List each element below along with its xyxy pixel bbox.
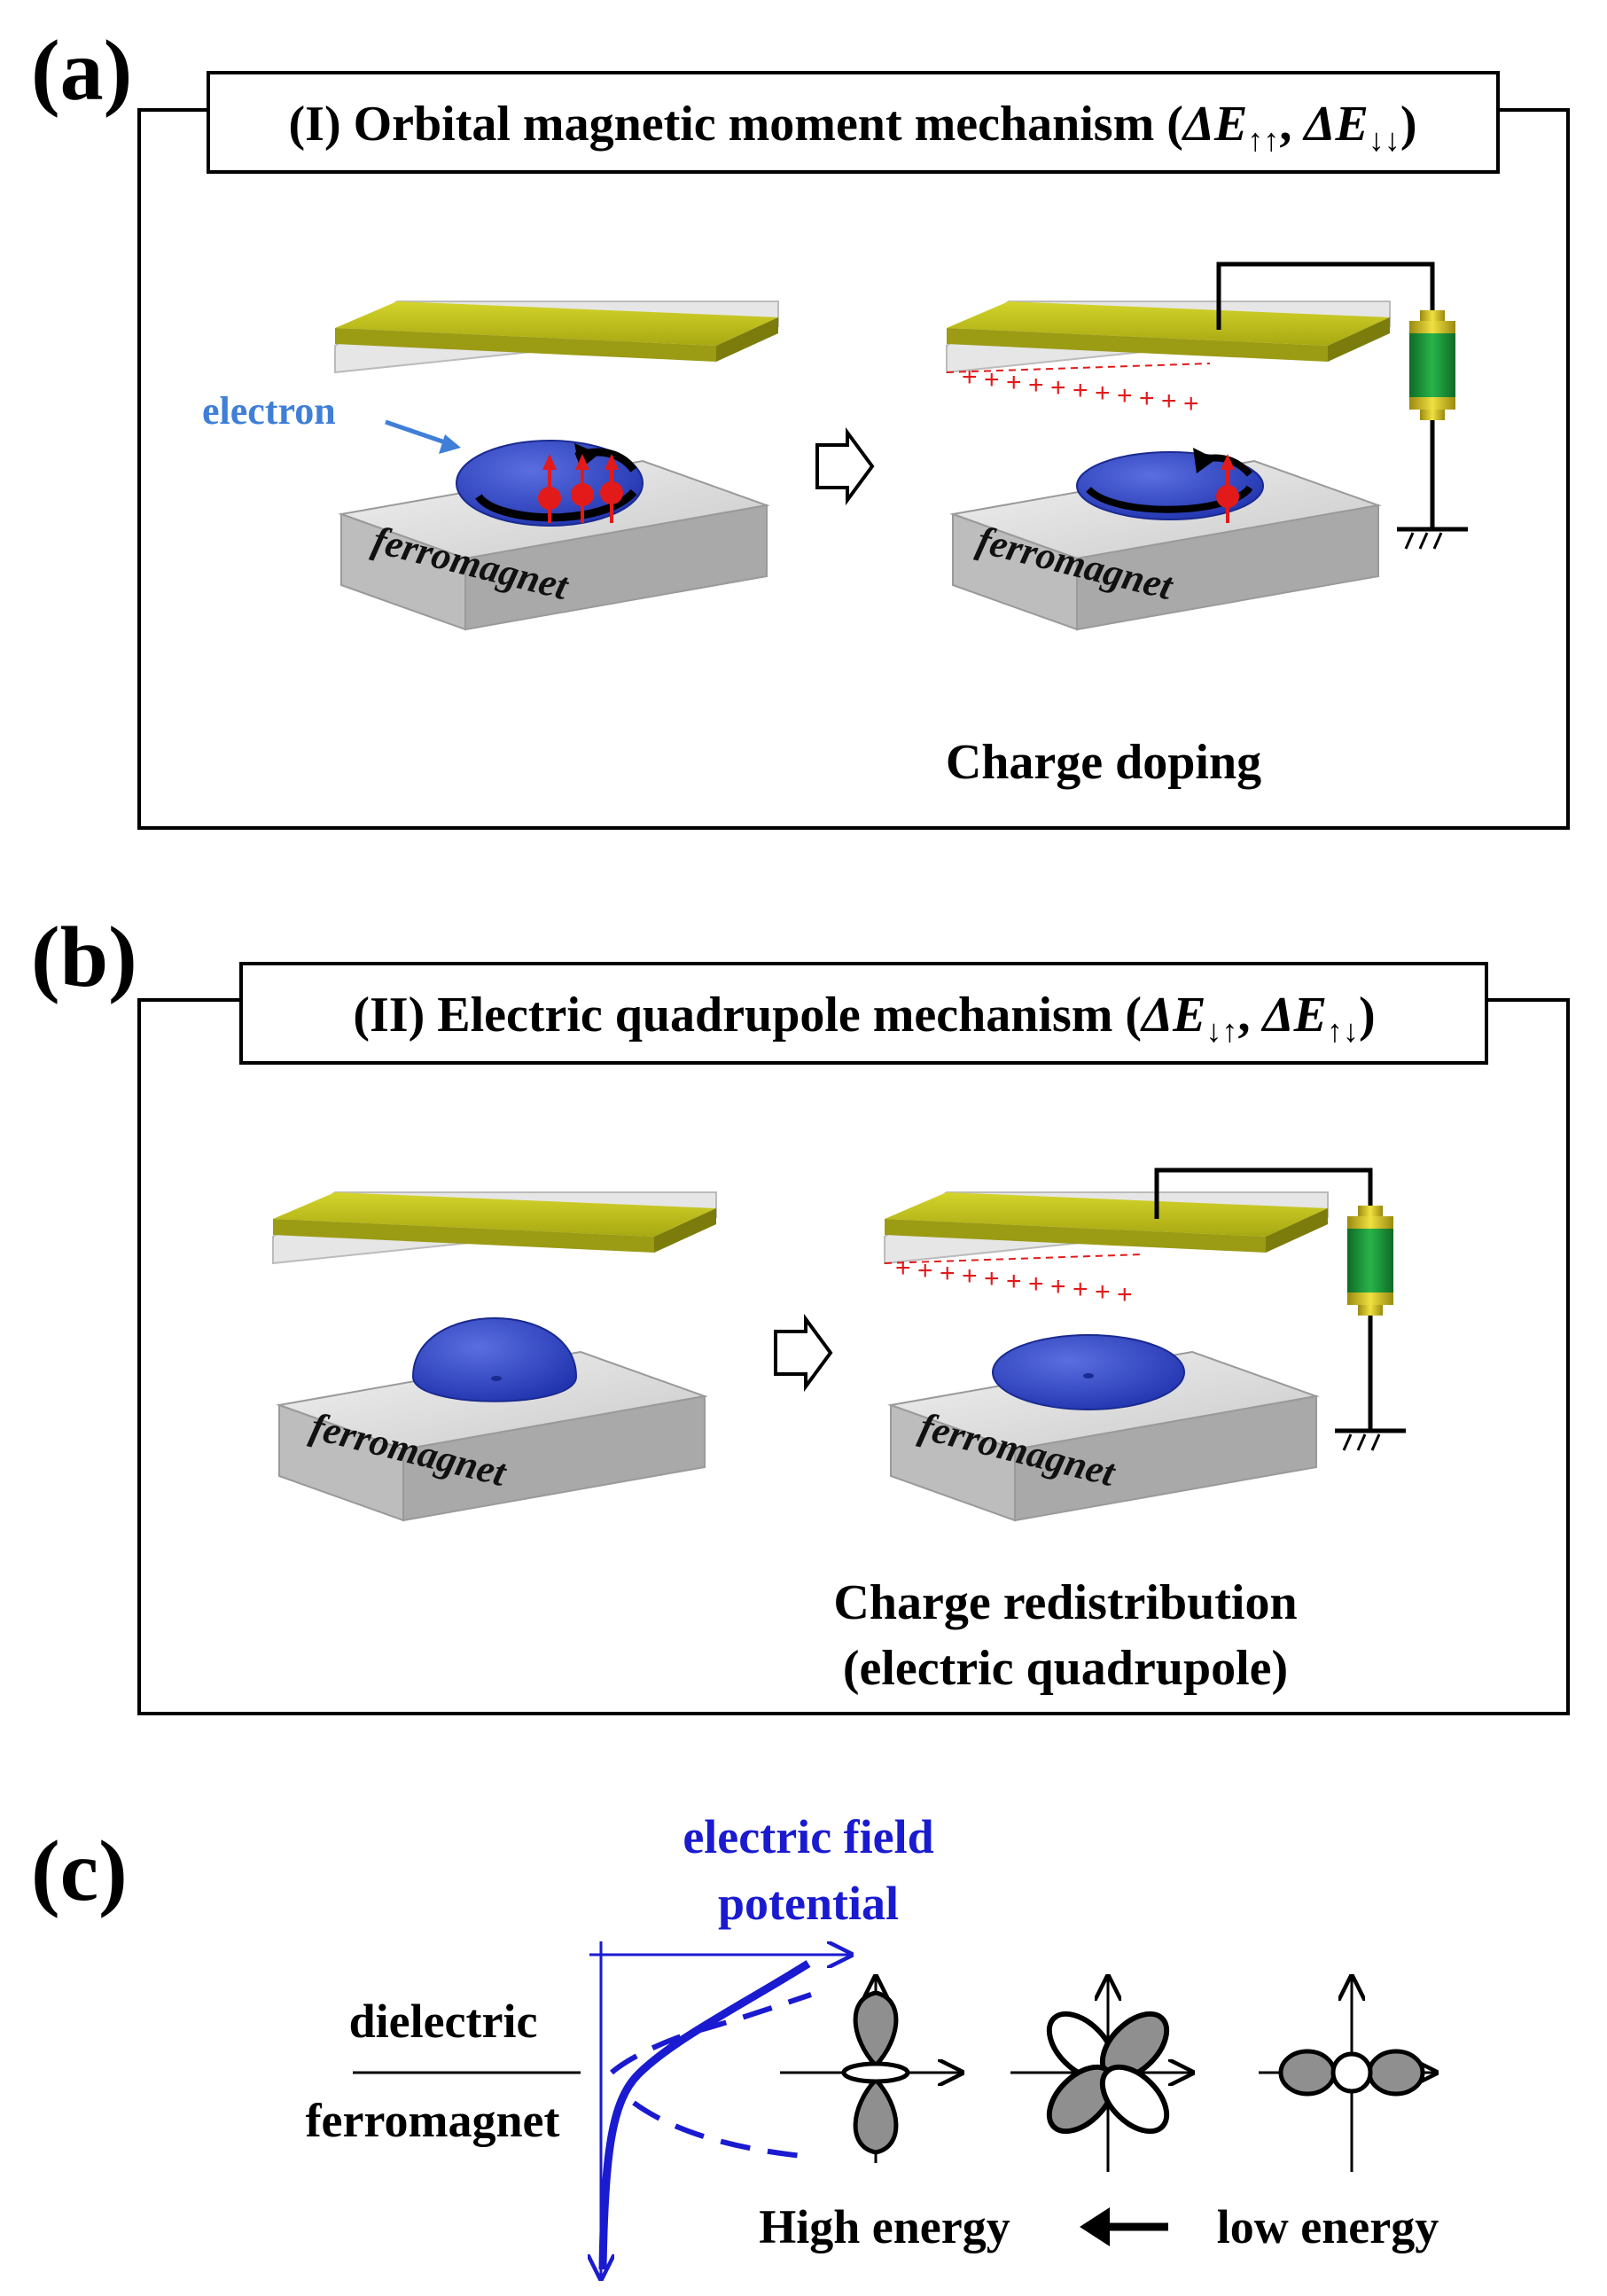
svg-text:+: + [962,363,978,392]
svg-text:+: + [1161,387,1177,416]
svg-text:+: + [1028,371,1044,400]
circuit-wire-top [1216,262,1435,330]
cloud-center-dot [491,1376,502,1381]
svg-text:+: + [1073,376,1088,405]
gold-electrode-plate [272,1191,717,1264]
svg-text:+: + [940,1259,956,1288]
panel-a-left-device: electron ferromagnet [202,301,779,630]
svg-text:+: + [1139,384,1155,413]
orbit-arrowhead [1193,448,1216,473]
gold-electrode-plate [946,301,1391,373]
panel-b-letter: (b) [31,910,137,1005]
svg-text:+: + [1006,1267,1022,1296]
ferromagnet-label-c: ferromagnet [306,2094,560,2147]
panel-b-title-box [239,962,1488,1065]
transition-arrow-a [815,431,874,502]
panel-b-caption-line2: (electric quadrupole) [843,1641,1288,1696]
svg-text:+: + [917,1256,933,1285]
spin-up-arrowhead [1221,454,1235,470]
svg-text:+: + [1028,1269,1044,1299]
flattened-charge-cloud [992,1334,1185,1410]
svg-text:+: + [1050,373,1066,402]
panel-a-right-device: ++ ++ ++ ++ ++ + ferromagnet [946,262,1468,630]
gold-electrode-plate [334,301,779,373]
ground-icon [1397,529,1468,549]
panel-b-title: (II) Electric quadrupole mechanism (ΔE↓↑… [353,988,1375,1049]
svg-text:+: + [1183,389,1199,418]
field-label-line1: electric field [683,1810,933,1863]
potential-curve-dashed-lower [632,2100,812,2159]
potential-curve-solid [598,1960,811,2270]
panel-a-letter: (a) [31,23,132,119]
field-label-line2: potential [718,1877,899,1930]
electron-dot [1216,485,1239,508]
orbital-dz2-icon [780,1977,962,2163]
potential-curve-dashed-upper [610,1992,812,2075]
dielectric-label: dielectric [349,1995,538,2048]
panel-b-right-device: ++ ++ ++ ++ ++ + ferromagnet [884,1168,1406,1521]
panel-a-title-box [207,71,1500,174]
svg-text:+: + [1095,1277,1111,1307]
energy-direction-arrow-icon [1080,2207,1168,2246]
transition-arrow-b [774,1317,832,1388]
negative-charge-layer [884,1253,1144,1264]
electron-pointer-arrow [385,419,449,446]
battery-icon [1409,310,1455,420]
panel-a: (a) (I) Orbital magnetic moment mechanis… [31,23,1570,830]
ground-icon [1335,1431,1406,1450]
svg-text:+: + [962,1261,978,1291]
spin-up-arrows [538,454,623,523]
svg-text:+: + [984,1264,1000,1293]
cloud-center-dot [1083,1373,1094,1378]
circuit-wire-top [1154,1168,1373,1219]
panel-a-title: (I) Orbital magnetic moment mechanism (Δ… [289,97,1417,158]
negative-charge-layer [946,363,1211,373]
svg-text:+: + [1095,379,1111,408]
svg-text:+: + [1050,1272,1066,1301]
orbital-in-plane-icon [1259,1977,1436,2172]
svg-text:+: + [1117,1280,1133,1309]
gold-electrode-plate [884,1191,1329,1264]
panel-c: (c) electric field potential dielectric … [31,1810,1439,2278]
panel-b-caption-line1: Charge redistribution [833,1575,1297,1630]
electron-pointer-head [439,434,461,454]
battery-icon [1347,1206,1393,1316]
panel-c-letter: (c) [31,1824,128,1919]
svg-text:+: + [895,1253,911,1283]
svg-text:+: + [1117,381,1133,410]
low-energy-label: low energy [1217,2200,1439,2253]
svg-text:+: + [984,365,1000,394]
positive-charges: ++ ++ ++ ++ ++ + [962,363,1199,418]
orbital-four-lobe-icon [1010,1977,1192,2172]
panel-a-caption: Charge doping [946,735,1261,790]
svg-text:+: + [1006,368,1022,397]
panel-b-left-device: ferromagnet [272,1191,717,1521]
electron-label: electron [202,389,336,433]
svg-text:+: + [1073,1275,1088,1304]
panel-b: (b) (II) Electric quadrupole mechanism (… [31,910,1570,1715]
spherical-charge-cloud [411,1317,578,1402]
positive-charges: ++ ++ ++ ++ ++ + [895,1253,1133,1309]
high-energy-label: High energy [759,2200,1010,2253]
